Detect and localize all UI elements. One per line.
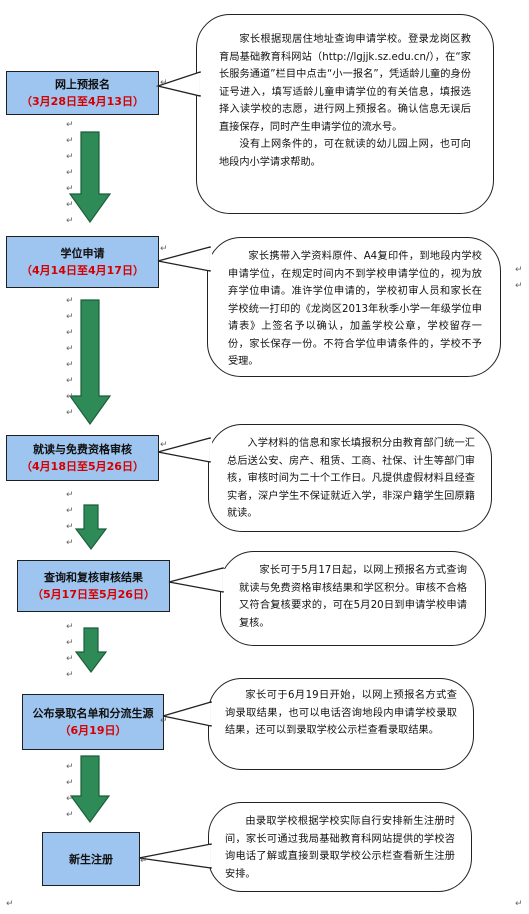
return-mark: ↵ <box>66 328 74 338</box>
step-box-query-and-recheck: 查询和复核审核结果 （5月17日至5月26日） <box>17 560 170 612</box>
return-mark: ↵ <box>66 408 74 418</box>
return-mark: ↵ <box>66 200 74 210</box>
step-date: （4月14日至4月17日） <box>21 264 144 277</box>
arrow-down-icon <box>69 755 111 824</box>
return-mark: ↵ <box>66 506 74 516</box>
note-bubble-eligibility-review: 入学材料的信息和家长填报积分由教育部门统一汇总后送公安、房产、租赁、工商、社保、… <box>208 424 492 532</box>
return-mark: ↵ <box>66 184 74 194</box>
step-date: （4月18日至5月26日） <box>21 460 144 473</box>
note-paragraph: 家长根据现居住地址查询申请学校。登录龙岗区教育局基础教育科网站（http://l… <box>219 34 471 133</box>
note-bubble-online-preregistration: 家长根据现居住地址查询申请学校。登录龙岗区教育局基础教育科网站（http://l… <box>196 14 494 214</box>
return-mark: ↵ <box>66 762 74 772</box>
step-box-admission-list: 公布录取名单和分流生源 （6月19日） <box>22 694 164 750</box>
return-mark: ↵ <box>66 168 74 178</box>
return-mark: ↵ <box>66 360 74 370</box>
return-mark: ↵ <box>6 899 14 909</box>
return-mark: ↵ <box>515 265 523 275</box>
return-mark: ↵ <box>66 312 74 322</box>
note-paragraph: 家长可于6月19日开始，以网上预报名方式查询录取结果，也可以电话咨询地段内申请学… <box>225 690 457 736</box>
return-mark: ↵ <box>66 522 74 532</box>
note-paragraph: 家长携带入学资料原件、A4复印件，到地段内学校申请学位，在规定时间内不到学校申请… <box>228 251 482 367</box>
return-mark: ↵ <box>66 670 74 680</box>
step-title: 查询和复核审核结果 <box>44 571 143 584</box>
step-date: （3月28日至4月13日） <box>21 95 144 108</box>
return-mark: ↵ <box>66 638 74 648</box>
step-box-degree-application: 学位申请 （4月14日至4月17日） <box>6 236 159 288</box>
note-bubble-query-and-recheck: 家长可于5月17日起，以网上预报名方式查询就读与免费资格审核结果和学区积分。审核… <box>220 551 486 646</box>
step-title: 网上预报名 <box>55 78 110 91</box>
return-mark: ↵ <box>515 899 523 909</box>
note-paragraph: 没有上网条件的，可在就读的幼儿园上网，也可向地段内小学请求帮助。 <box>219 139 471 168</box>
return-mark: ↵ <box>66 392 74 402</box>
note-bubble-new-student-registration: 由录取学校根据学校实际自行安排新生注册时间，家长可通过我局基础教育科网站提供的学… <box>208 802 472 892</box>
return-mark: ↵ <box>66 136 74 146</box>
arrow-down-icon <box>68 299 112 426</box>
return-mark: ↵ <box>160 440 168 450</box>
arrow-down-icon <box>68 131 112 224</box>
return-mark: ↵ <box>160 78 168 88</box>
note-bubble-admission-list: 家长可于6月19日开始，以网上预报名方式查询录取结果，也可以电话咨询地段内申请学… <box>208 678 474 770</box>
return-mark: ↵ <box>66 344 74 354</box>
bubble-pointer <box>168 567 226 593</box>
arrow-down-icon <box>74 504 108 550</box>
return-mark: ↵ <box>140 856 148 866</box>
note-bubble-degree-application: 家长携带入学资料原件、A4复印件，到地段内学校申请学位，在规定时间内不到学校申请… <box>207 237 501 377</box>
bubble-pointer <box>162 701 214 727</box>
step-box-new-student-registration: 新生注册 <box>42 832 140 886</box>
return-mark: ↵ <box>66 216 74 226</box>
step-box-eligibility-review: 就读与免费资格审核 （4月18日至5月26日） <box>6 435 159 481</box>
step-title: 就读与免费资格审核 <box>33 443 132 456</box>
note-paragraph: 由录取学校根据学校实际自行安排新生注册时间，家长可通过我局基础教育科网站提供的学… <box>225 816 455 880</box>
step-box-online-preregistration: 网上预报名 （3月28日至4月13日） <box>6 71 159 115</box>
return-mark: ↵ <box>66 654 74 664</box>
return-mark: ↵ <box>66 152 74 162</box>
return-mark: ↵ <box>66 376 74 386</box>
return-mark: ↵ <box>160 716 168 726</box>
return-mark: ↵ <box>66 490 74 500</box>
return-mark: ↵ <box>160 244 168 254</box>
note-paragraph: 家长可于5月17日起，以网上预报名方式查询就读与免费资格审核结果和学区积分。审核… <box>239 565 467 629</box>
return-mark: ↵ <box>66 538 74 548</box>
note-paragraph: 入学材料的信息和家长填报积分由教育部门统一汇总后送公安、房产、租赁、工商、社保、… <box>227 438 475 519</box>
step-date: （5月17日至5月26日） <box>32 588 155 601</box>
return-mark: ↵ <box>66 120 74 130</box>
bubble-pointer <box>157 437 213 463</box>
return-mark: ↵ <box>66 778 74 788</box>
step-title: 学位申请 <box>60 247 105 260</box>
return-mark: ↵ <box>66 296 74 306</box>
step-title: 新生注册 <box>69 852 113 866</box>
bubble-pointer <box>155 71 203 97</box>
return-mark: ↵ <box>66 794 74 804</box>
return-mark: ↵ <box>66 622 74 632</box>
step-date: （6月19日） <box>59 724 127 737</box>
arrow-down-icon <box>74 627 108 673</box>
step-title: 公布录取名单和分流生源 <box>32 707 154 720</box>
return-mark: ↵ <box>515 281 523 291</box>
bubble-pointer <box>157 246 213 272</box>
bubble-pointer <box>138 843 214 869</box>
return-mark: ↵ <box>66 810 74 820</box>
